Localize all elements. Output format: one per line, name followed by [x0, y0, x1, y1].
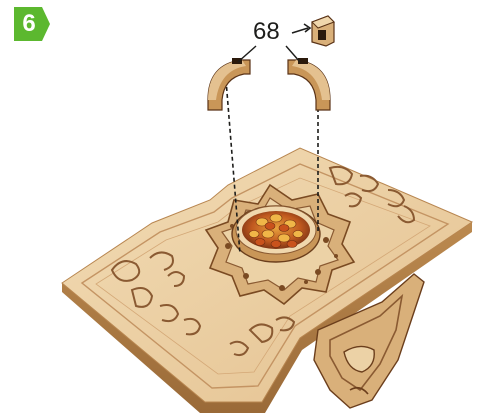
part-number-label: 68	[253, 17, 293, 47]
arrow-right-icon	[292, 24, 310, 33]
step-badge: 6	[14, 7, 50, 41]
step-number: 6	[14, 7, 44, 41]
part-68-left	[208, 58, 250, 110]
part-68-right	[288, 58, 330, 110]
bowl	[232, 206, 320, 262]
part-68-small	[312, 16, 334, 46]
